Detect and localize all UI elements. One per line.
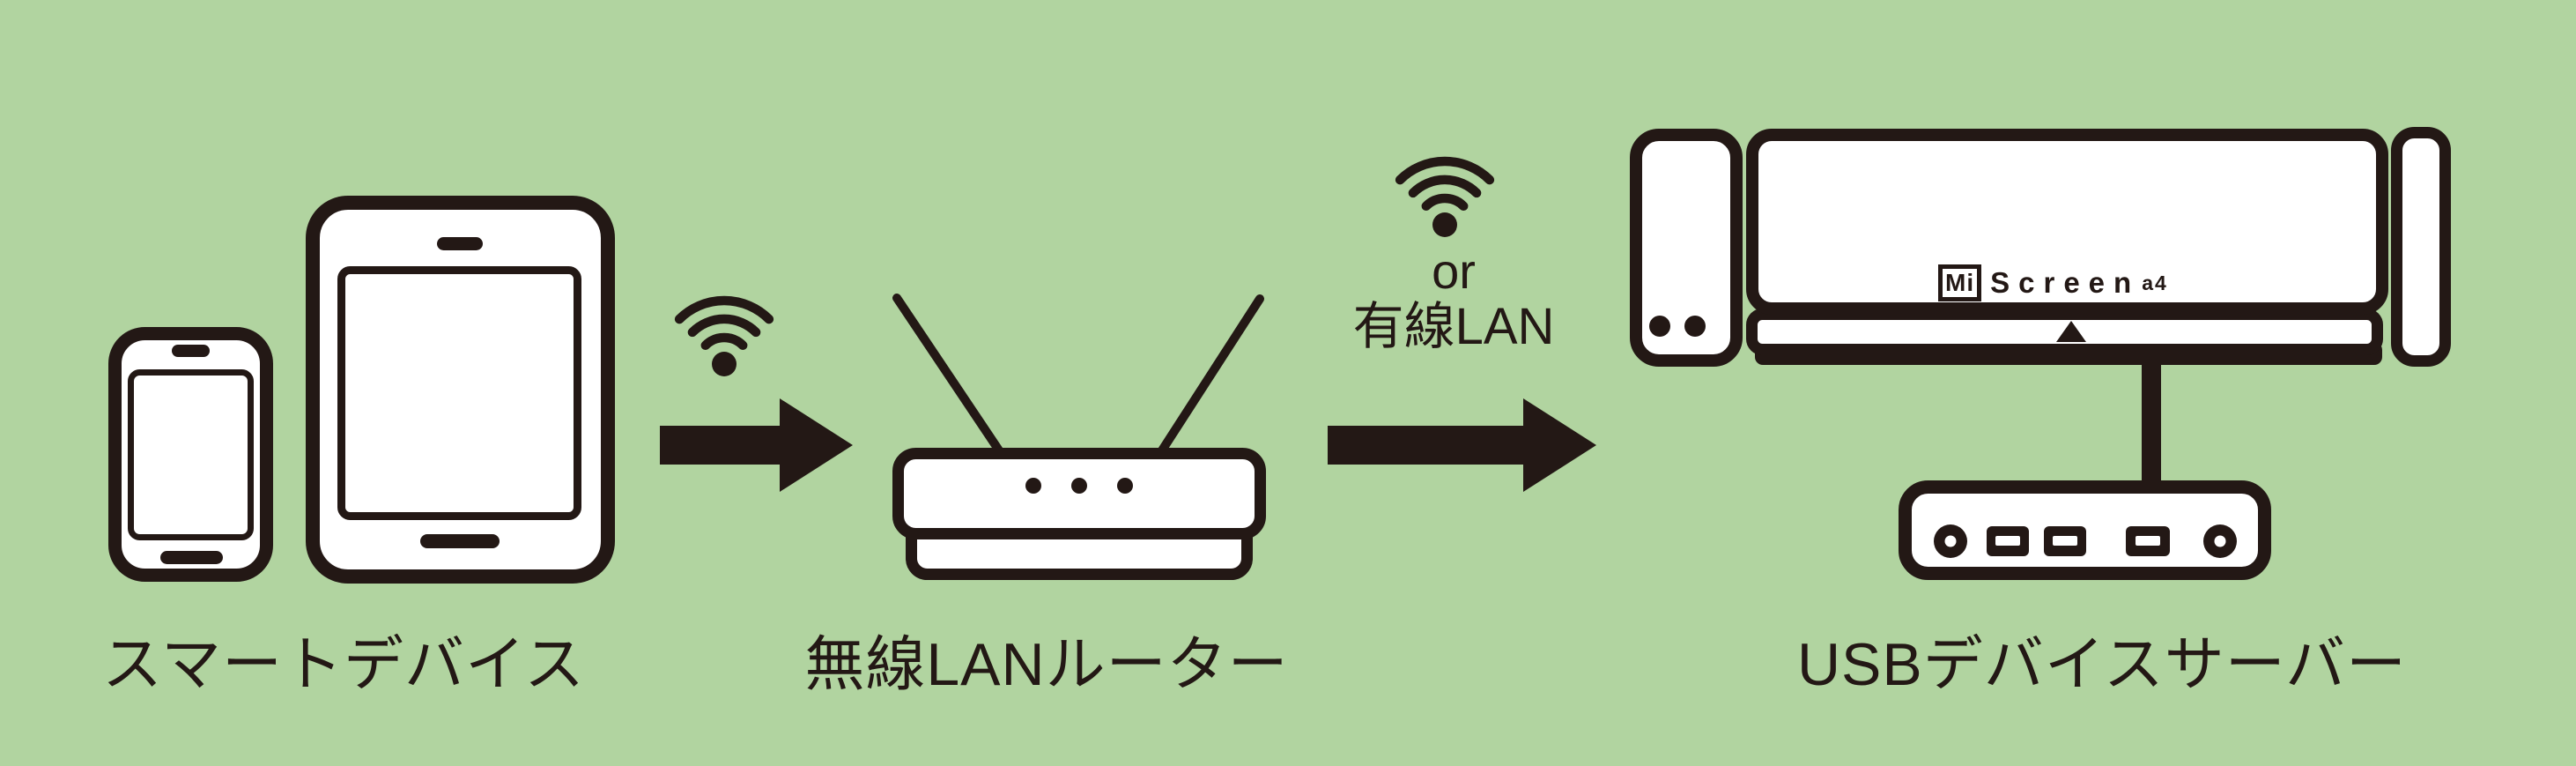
arrow-icon: [660, 398, 853, 492]
link-or-label: or: [1432, 243, 1476, 299]
miscreen-logo: Mi Screen a4: [1938, 264, 2168, 302]
wifi-icon: [1395, 156, 1495, 237]
usb-device-server-icon: [1899, 480, 2271, 580]
miscreen-logo-model-text: a4: [2142, 271, 2168, 294]
wireless-router-label: 無線LANルーター: [804, 631, 1289, 698]
arrow-icon: [1328, 398, 1596, 492]
miscreen-logo-screen-text: Screen: [1990, 266, 2141, 299]
link-wired-lan-label: 有線LAN: [1352, 298, 1555, 355]
cable: [2142, 353, 2161, 485]
tray-marker-triangle-icon: [2056, 321, 2086, 342]
smart-devices-label: スマートデバイス: [102, 631, 585, 698]
usb-device-server-label: USBデバイスサーバー: [1796, 631, 2408, 698]
smartphone-icon: [108, 327, 273, 582]
wifi-icon: [674, 295, 774, 376]
router-icon: [892, 294, 1266, 580]
miscreen-device-icon: [1630, 127, 2451, 485]
miscreen-logo-mi-box: Mi: [1938, 264, 1982, 301]
tablet-icon: [306, 196, 615, 584]
